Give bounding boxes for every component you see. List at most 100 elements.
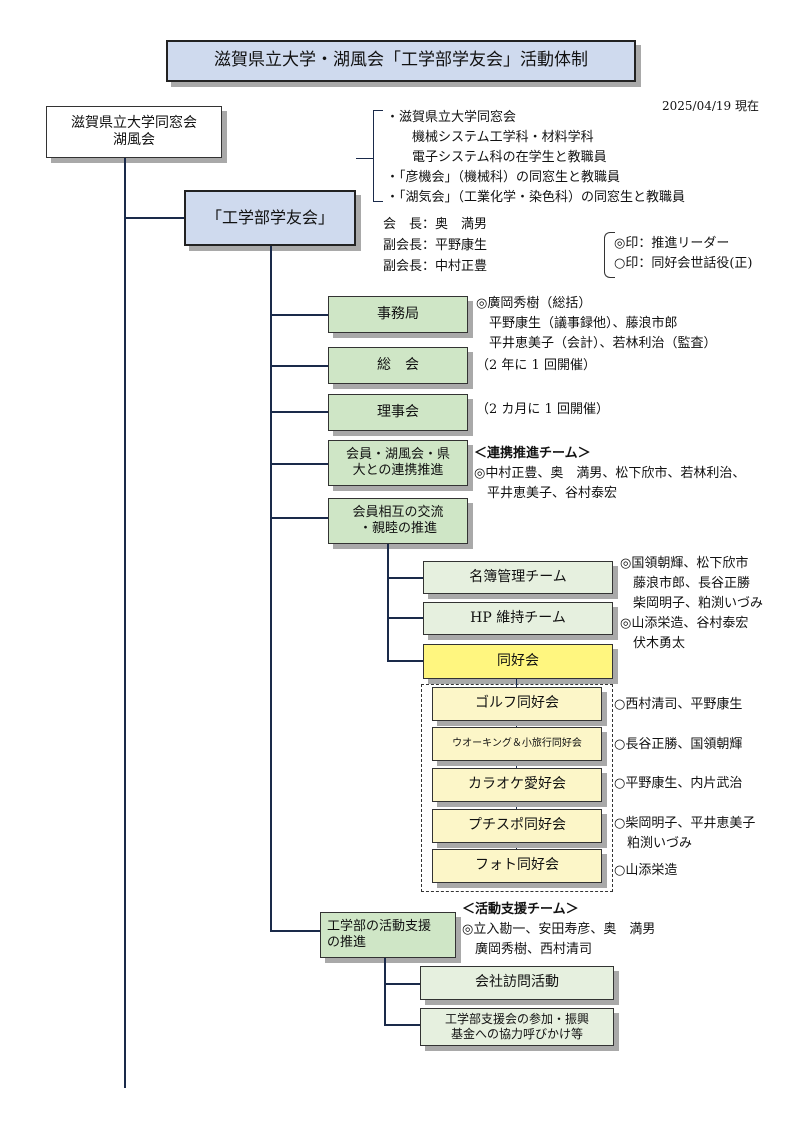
unit-office-notes: ◎廣岡秀樹（総括） 平野康生（議事録他）、藤浪市郎 平井恵美子（会計）、若林利治… — [476, 294, 717, 354]
exchange-trunk-line — [387, 544, 389, 662]
page-title: 滋賀県立大学・湖風会「工学部学友会」活動体制 — [166, 40, 636, 82]
unit-liaison-label-2: 大との連携推進 — [352, 463, 444, 478]
clubs-frame — [421, 684, 613, 892]
unit-connector — [270, 930, 320, 932]
club-photo-label: フォト同好会 — [475, 857, 559, 874]
unit-support-notes: ＜活動支援チーム＞ ◎立入勘一、安田寿彦、奥 満男 廣岡秀樹、西村清司 — [462, 900, 655, 960]
activity-support-fund: 工学部支援会の参加・振興 基金への協力呼びかけ等 — [420, 1008, 614, 1046]
club-petit-sports-notes: ○柴岡明子、平井恵美子 粕渕いづみ — [614, 814, 755, 854]
unit-exchange-label-1: 会員相互の交流 — [352, 504, 444, 520]
note-line: 廣岡秀樹、西村清司 — [462, 942, 593, 957]
sub-unit-roster-team: 名簿管理チーム — [423, 561, 613, 594]
unit-connector — [270, 463, 328, 465]
activity-company-visit-label: 会社訪問活動 — [475, 974, 559, 991]
unit-board-label: 理事会 — [377, 403, 419, 420]
note-line: ＜連携推進チーム＞ — [474, 446, 591, 461]
note-line: 平野康生（議事録他）、藤浪市郎 — [476, 316, 678, 331]
members-note-line: 電子システム科の在学生と教職員 — [386, 150, 607, 165]
club-petit-sports: プチスポ同好会 — [432, 809, 602, 843]
legend: ◎印：推進リーダー ○印：同好会世話役(正) — [614, 234, 753, 274]
unit-connector — [270, 517, 328, 519]
unit-support-label-2: の推進 — [327, 935, 367, 950]
activity-connector — [384, 983, 420, 985]
members-note-line: 機械システム工学科・材料学科 — [386, 130, 594, 145]
note-line: ◎立入勘一、安田寿彦、奥 満男 — [462, 922, 656, 937]
bracket-line-top — [373, 110, 383, 111]
bracket-line-v — [373, 110, 374, 202]
unit-liaison-notes: ＜連携推進チーム＞ ◎中村正豊、奥 満男、松下欣市、若林利治、 平井恵美子、谷村… — [474, 444, 745, 504]
bracket-line-bottom — [373, 201, 383, 202]
unit-exchange: 会員相互の交流 ・親睦の推進 — [328, 498, 468, 544]
unit-connector — [270, 365, 328, 367]
team-notes: ◎国領朝輝、松下欣市 藤浪市郎、長谷正勝 柴岡明子、粕渕いづみ ◎山添栄造、谷村… — [620, 554, 763, 654]
date-stamp: 2025/04/19 現在 — [662, 99, 759, 113]
note-line: ◎廣岡秀樹（総括） — [476, 296, 592, 311]
gakuyukai-trunk-line — [270, 246, 272, 932]
activity-connector — [384, 1024, 420, 1026]
unit-office: 事務局 — [328, 296, 468, 333]
note-line: ◎中村正豊、奥 満男、松下欣市、若林利治、 — [474, 466, 746, 481]
note-line: 柴岡明子、粕渕いづみ — [620, 596, 764, 611]
unit-board: 理事会 — [328, 394, 468, 431]
sub-unit-hp-team: HP 維持チーム — [423, 602, 613, 635]
sub-unit-connector — [387, 577, 423, 579]
officer-line: 会 長：奥 満男 — [383, 217, 488, 232]
note-line: ＜活動支援チーム＞ — [462, 902, 579, 917]
sub-unit-connector — [387, 660, 423, 662]
club-walking-note: ○長谷正勝、国領朝輝 — [614, 737, 743, 752]
members-note: ・滋賀県立大学同窓会 機械システム工学科・材料学科 電子システム科の在学生と教職… — [386, 108, 685, 208]
note-line: ◎国領朝輝、松下欣市 — [620, 556, 749, 571]
officers-list: 会 長：奥 満男 副会長：平野康生 副会長：中村正豊 — [383, 214, 487, 277]
sub-unit-clubs: 同好会 — [423, 644, 613, 679]
club-photo-note: ○山添栄造 — [614, 863, 678, 878]
unit-liaison: 会員・湖風会・県 大との連携推進 — [328, 440, 468, 486]
club-photo: フォト同好会 — [432, 849, 602, 883]
root-org-line1: 滋賀県立大学同窓会 — [71, 114, 197, 131]
gakuyukai-box: 「工学部学友会」 — [184, 190, 356, 246]
legend-leader: ◎印：推進リーダー — [614, 236, 730, 251]
note-line: 平井恵美子（会計）、若林利治（監査） — [476, 336, 717, 351]
officer-line: 副会長：中村正豊 — [383, 259, 488, 274]
unit-general-meeting: 総 会 — [328, 347, 468, 384]
clubs-label: 同好会 — [497, 652, 539, 669]
hp-team-label: HP 維持チーム — [470, 609, 566, 626]
note-line: 平井恵美子、谷村泰宏 — [474, 486, 618, 501]
club-golf-label: ゴルフ同好会 — [475, 695, 559, 712]
activity-support-fund-label-2: 基金への協力呼びかけ等 — [450, 1027, 583, 1041]
unit-support: 工学部の活動支援 の推進 — [320, 912, 456, 958]
note-line: 伏木勇太 — [620, 636, 686, 651]
gakuyukai-label: 「工学部学友会」 — [205, 208, 334, 227]
trunk-line — [124, 158, 126, 1088]
roster-team-label: 名簿管理チーム — [469, 568, 567, 585]
unit-general-meeting-label: 総 会 — [377, 356, 419, 373]
bracket-line-mid — [356, 158, 373, 159]
club-karaoke-label: カラオケ愛好会 — [468, 776, 566, 793]
note-line: ○柴岡明子、平井恵美子 — [614, 816, 756, 831]
club-walking: ウオーキング＆小旅行同好会 — [432, 727, 602, 761]
note-line: 藤浪市郎、長谷正勝 — [620, 576, 751, 591]
note-line: 粕渕いづみ — [614, 836, 693, 851]
unit-board-note: （2 カ月に 1 回開催） — [476, 402, 609, 417]
club-golf: ゴルフ同好会 — [432, 687, 602, 721]
page-title-text: 滋賀県立大学・湖風会「工学部学友会」活動体制 — [214, 50, 588, 71]
trunk-to-gakuyukai-line — [124, 217, 184, 219]
activity-support-fund-label-1: 工学部支援会の参加・振興 — [444, 1012, 589, 1026]
unit-connector — [270, 411, 328, 413]
unit-support-label-1: 工学部の活動支援 — [327, 918, 432, 934]
members-note-line: ・「彦機会」（機械科）の同窓生と教職員 — [386, 170, 621, 185]
unit-liaison-label-1: 会員・湖風会・県 — [345, 446, 450, 462]
unit-exchange-label-2: ・親睦の推進 — [358, 521, 437, 536]
club-karaoke: カラオケ愛好会 — [432, 768, 602, 802]
unit-connector — [270, 314, 328, 316]
club-petit-sports-label: プチスポ同好会 — [468, 817, 566, 834]
club-karaoke-note: ○平野康生、内片武治 — [614, 776, 743, 791]
club-golf-note: ○西村清司、平野康生 — [614, 697, 743, 712]
root-org-box: 滋賀県立大学同窓会 湖風会 — [46, 106, 222, 158]
clubs-link-line — [516, 679, 517, 849]
root-org-line2: 湖風会 — [113, 132, 155, 148]
legend-caretaker: ○印：同好会世話役(正) — [614, 256, 753, 271]
unit-office-label: 事務局 — [377, 305, 419, 322]
legend-bracket — [604, 232, 615, 278]
club-walking-label: ウオーキング＆小旅行同好会 — [452, 737, 582, 749]
note-line: ◎山添栄造、谷村泰宏 — [620, 616, 749, 631]
